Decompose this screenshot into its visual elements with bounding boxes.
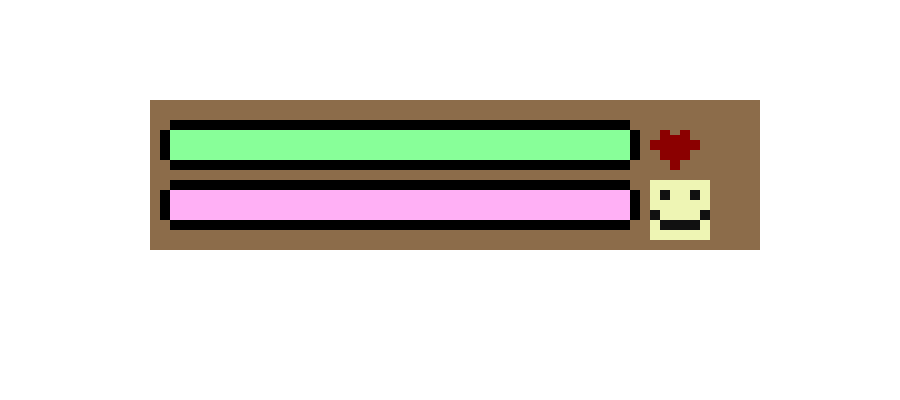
- health-bar-right-cap: [630, 130, 640, 160]
- health-bar-fill: [170, 130, 630, 160]
- health-bar: [160, 120, 640, 170]
- happiness-bar-left-cap: [160, 190, 170, 220]
- happiness-bar-fill: [170, 190, 630, 220]
- smiley-icon: [650, 180, 710, 240]
- health-bar-left-cap: [160, 130, 170, 160]
- happiness-bar-right-cap: [630, 190, 640, 220]
- heart-icon: [650, 130, 700, 170]
- happiness-bar: [160, 180, 640, 230]
